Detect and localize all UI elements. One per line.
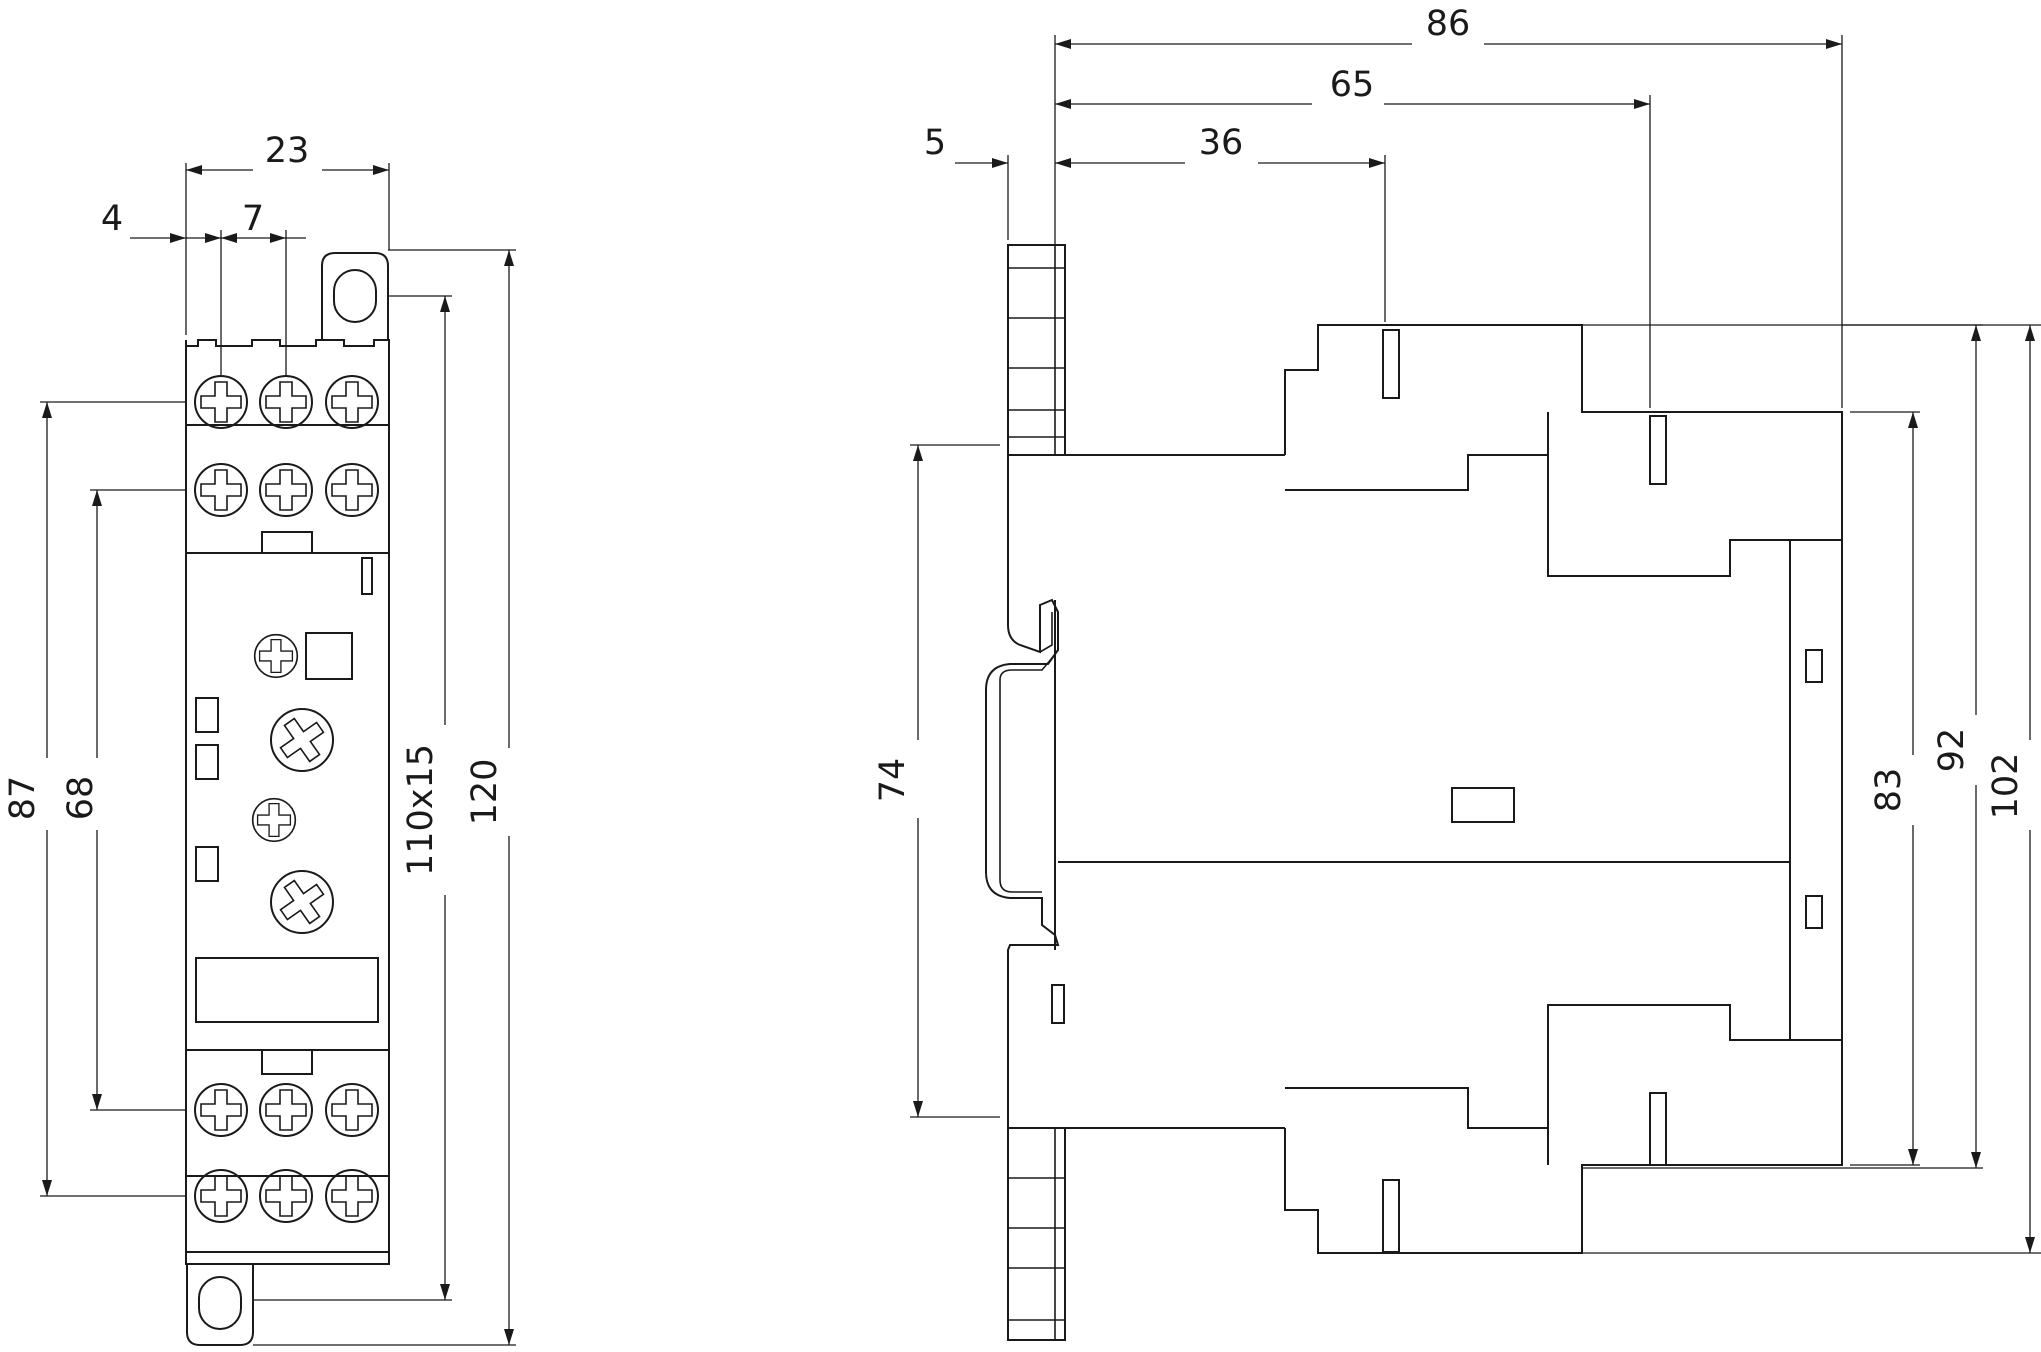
side-housing-outline — [985, 244, 1843, 1341]
dim-23: 23 — [265, 131, 310, 171]
dim-5: 5 — [924, 123, 946, 163]
dim-83: 83 — [1869, 768, 1909, 813]
dim-102: 102 — [1986, 753, 2026, 820]
dim-92: 92 — [1932, 728, 1972, 773]
dim-7: 7 — [242, 199, 264, 239]
dim-120: 120 — [465, 759, 505, 826]
dim-86: 86 — [1426, 4, 1471, 44]
side-dimension-lines — [910, 35, 2041, 1254]
dim-110x15: 110x15 — [401, 744, 441, 876]
front-housing-outline — [185, 252, 390, 1346]
front-dimension-labels: 23 4 7 87 68 110x15 120 — [3, 131, 505, 876]
dim-36: 36 — [1199, 123, 1244, 163]
dim-87: 87 — [3, 776, 43, 821]
dim-65: 65 — [1330, 65, 1375, 105]
dim-4: 4 — [101, 199, 123, 239]
dim-68: 68 — [61, 776, 101, 821]
front-terminal-screws — [194, 375, 379, 1223]
front-view: 23 4 7 87 68 110x15 120 — [3, 131, 516, 1346]
front-dimension-lines — [40, 163, 516, 1346]
side-view: 86 65 36 5 74 83 92 102 — [873, 4, 2041, 1341]
side-dimension-labels: 86 65 36 5 74 83 92 102 — [873, 4, 2026, 819]
dim-74: 74 — [873, 758, 913, 803]
